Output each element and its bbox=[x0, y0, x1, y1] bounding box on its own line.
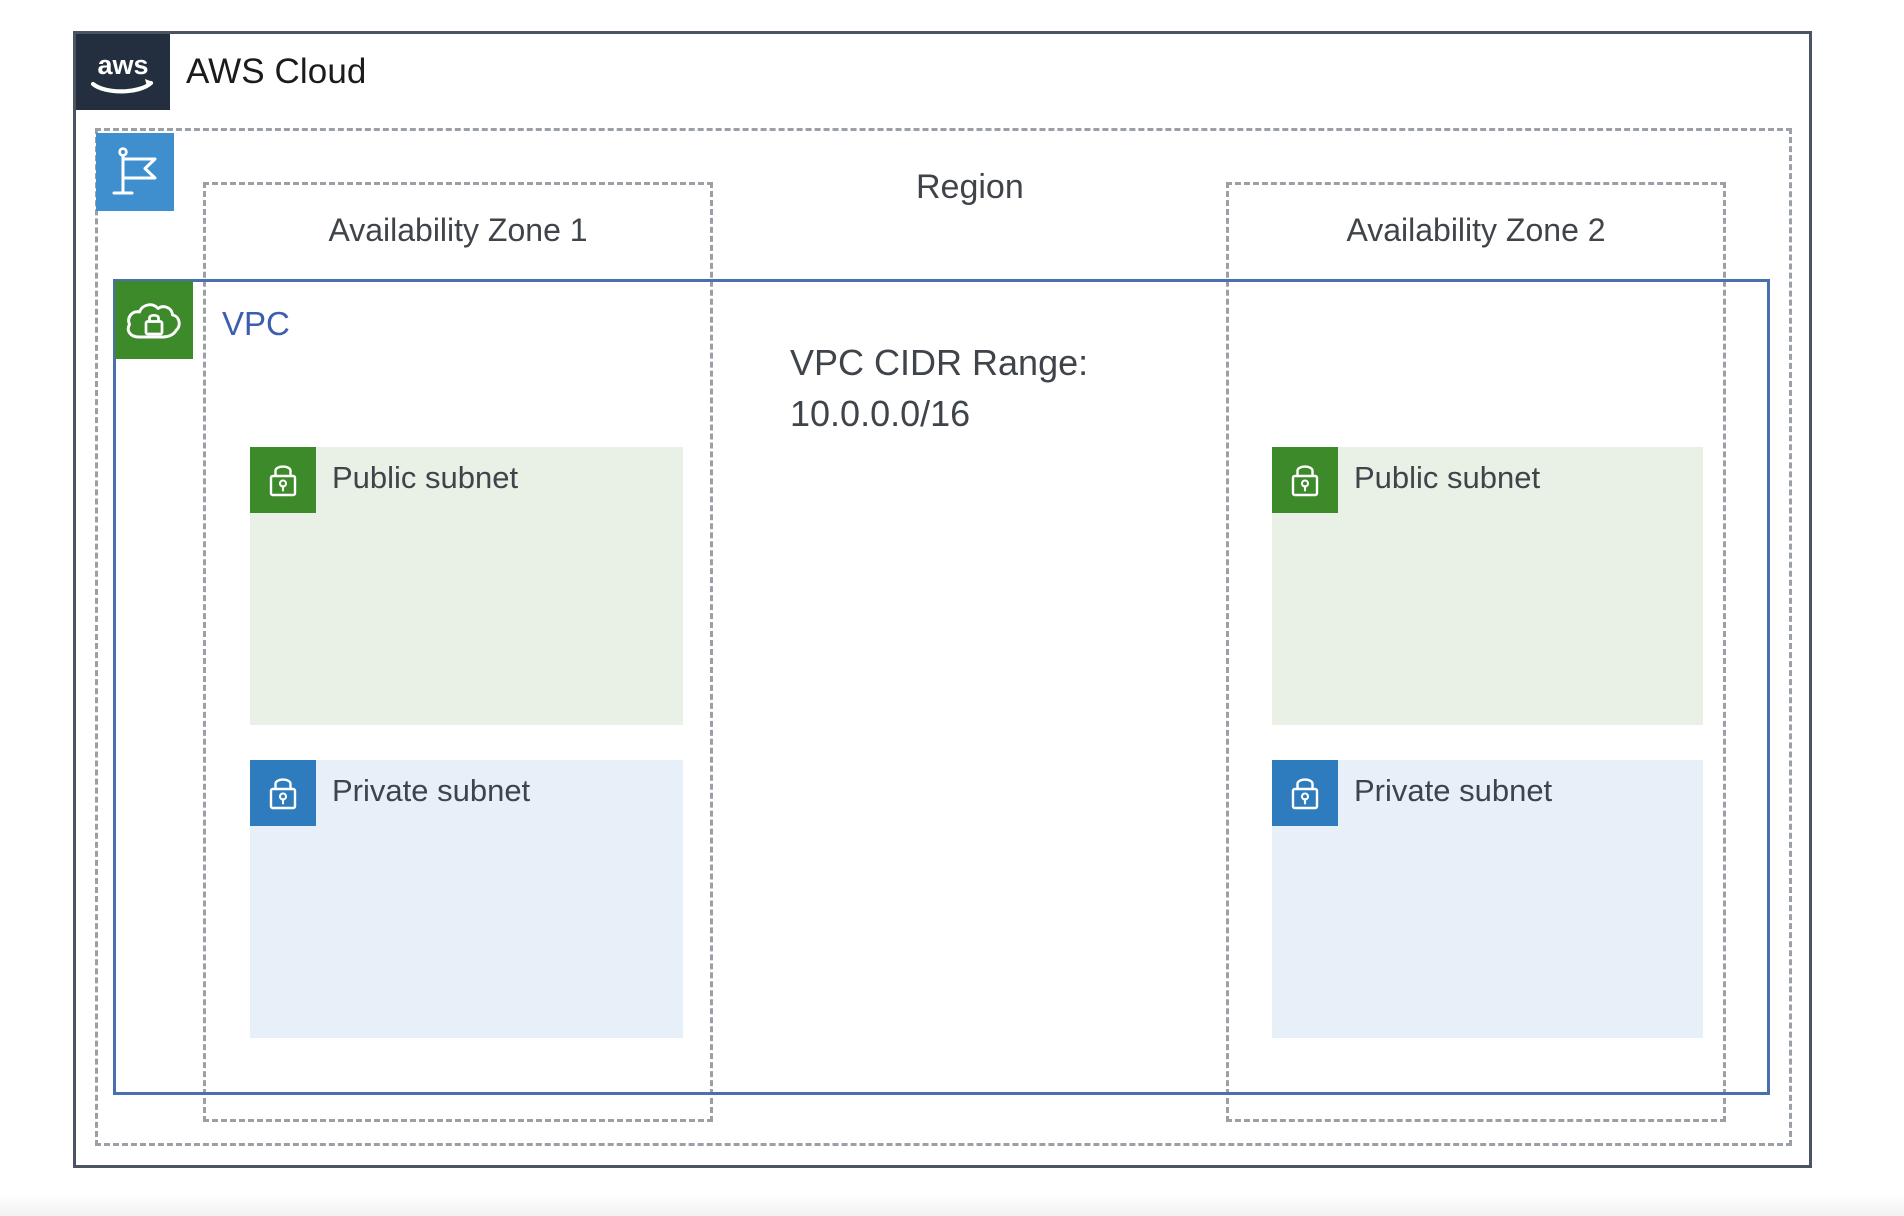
subnet-lock-icon bbox=[1272, 760, 1338, 826]
page-edge-shadow bbox=[0, 1194, 1904, 1216]
region-title: Region bbox=[916, 168, 1024, 206]
subnet-public-az2: Public subnet bbox=[1272, 447, 1703, 725]
vpc-boundary bbox=[113, 279, 1770, 1095]
subnet-label: Private subnet bbox=[332, 773, 531, 808]
vpc-cidr-note-line2: 10.0.0.0/16 bbox=[790, 393, 971, 435]
availability-zone-2-boundary bbox=[1226, 182, 1726, 1122]
availability-zone-2-title: Availability Zone 2 bbox=[1346, 212, 1606, 248]
subnet-private-az2: Private subnet bbox=[1272, 760, 1703, 1038]
vpc-cidr-note: VPC CIDR Range: 10.0.0.0/16 bbox=[790, 337, 1220, 439]
svg-text:aws: aws bbox=[97, 50, 148, 80]
availability-zone-1-boundary bbox=[203, 182, 713, 1122]
aws-cloud-title: AWS Cloud bbox=[186, 52, 367, 91]
subnet-private-az1: Private subnet bbox=[250, 760, 683, 1038]
subnet-label: Public subnet bbox=[332, 460, 519, 495]
subnet-label: Private subnet bbox=[1354, 773, 1553, 808]
aws-logo-icon: aws bbox=[76, 34, 170, 110]
subnet-lock-icon bbox=[250, 760, 316, 826]
region-boundary bbox=[95, 128, 1792, 1146]
vpc-cloud-lock-icon bbox=[115, 281, 193, 359]
vpc-cidr-note-line1: VPC CIDR Range: bbox=[790, 342, 1089, 383]
subnet-lock-icon bbox=[250, 447, 316, 513]
subnet-public-az1: Public subnet bbox=[250, 447, 683, 725]
vpc-label: VPC bbox=[222, 305, 290, 342]
subnet-lock-icon bbox=[1272, 447, 1338, 513]
subnet-label: Public subnet bbox=[1354, 460, 1541, 495]
availability-zone-1-title: Availability Zone 1 bbox=[328, 212, 588, 248]
region-flag-icon bbox=[96, 133, 174, 211]
